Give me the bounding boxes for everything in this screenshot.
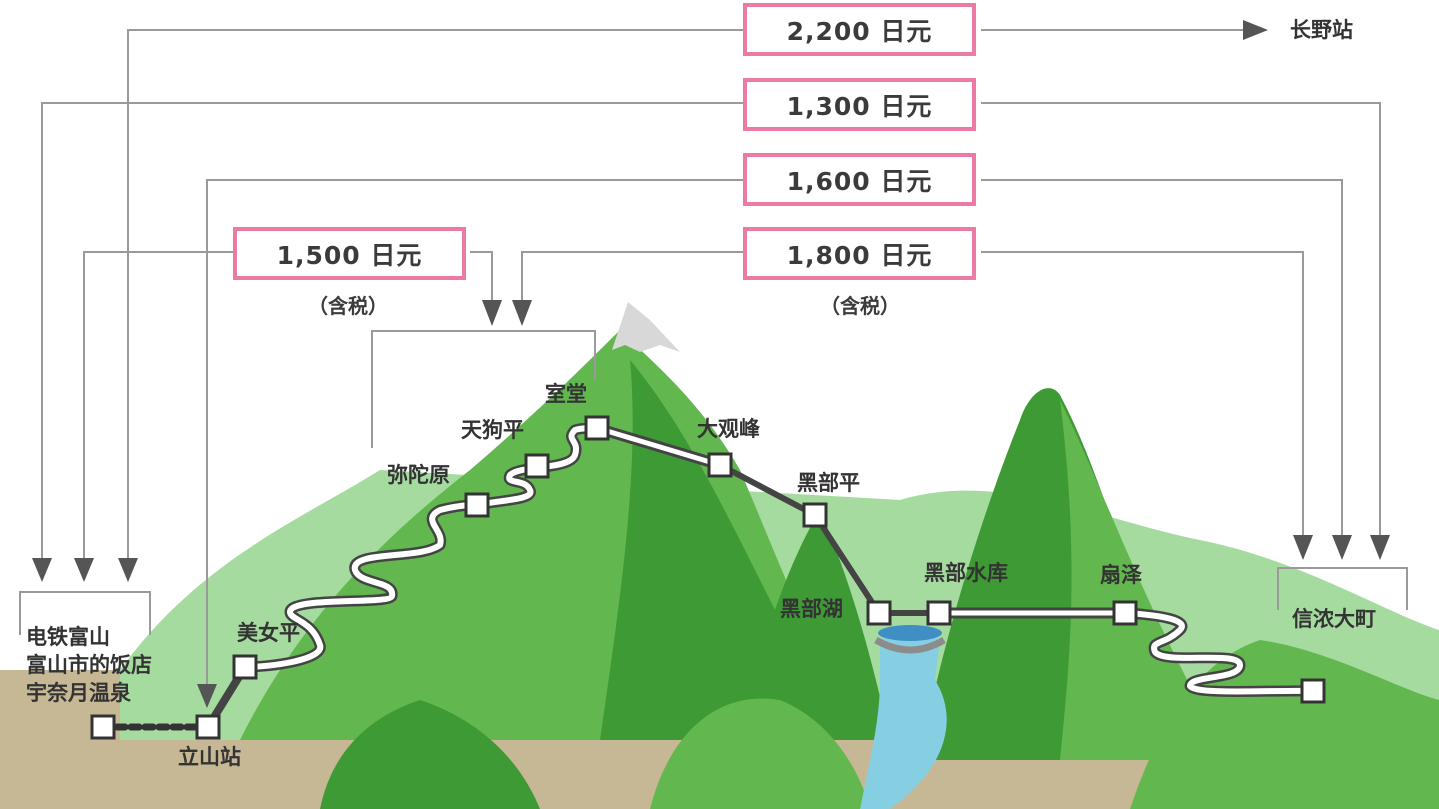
label-tateyama: 立山站 <box>178 745 241 769</box>
station-markers <box>90 415 1326 740</box>
lower-mid-hills <box>650 698 870 809</box>
reservoir <box>860 631 947 809</box>
arrowheads <box>32 20 1390 708</box>
label-midagahara: 弥陀原 <box>387 463 450 487</box>
label-ogizawa: 扇泽 <box>1100 563 1142 587</box>
station-marker-murodo <box>584 415 610 441</box>
label-shinano-omachi: 信浓大町 <box>1292 607 1376 631</box>
label-bijodaira: 美女平 <box>237 621 300 645</box>
label-kurobeko: 黑部湖 <box>780 597 843 621</box>
label-toyama-1: 电铁富山 <box>26 625 110 649</box>
station-marker-kurobe-dam <box>926 600 952 626</box>
lower-left-hills <box>320 700 540 809</box>
station-marker-kurobeko <box>866 600 892 626</box>
dam-wall <box>874 636 946 654</box>
dam-lake <box>878 625 942 641</box>
station-marker-kurobedaira <box>802 502 828 528</box>
snow-cap <box>612 302 680 352</box>
fare-box-1300: 1,300 日元 <box>743 78 976 131</box>
station-marker-bijodaira <box>232 654 258 680</box>
fare-box-1600: 1,600 日元 <box>743 153 976 206</box>
tax-note-right: （含税） <box>820 294 900 318</box>
station-marker-tengudaira <box>524 453 550 479</box>
label-tengudaira: 天狗平 <box>461 418 524 442</box>
label-kurobe-dam: 黑部水库 <box>924 561 1008 585</box>
station-marker-ogizawa <box>1112 600 1138 626</box>
station-marker-shinano-omachi <box>1300 678 1326 704</box>
label-murodo: 室堂 <box>545 382 587 406</box>
tax-note-left: （含税） <box>308 294 388 318</box>
station-marker-toyama <box>90 714 116 740</box>
right-mountain-light <box>1060 400 1230 760</box>
label-toyama-3: 宇奈月温泉 <box>26 681 131 705</box>
station-marker-tateyama <box>195 714 221 740</box>
label-nagano: 长野站 <box>1290 18 1353 42</box>
fare-box-1500: 1,500 日元 <box>233 227 466 280</box>
fare-box-2200: 2,200 日元 <box>743 3 976 56</box>
label-kurobedaira: 黑部平 <box>797 471 860 495</box>
station-marker-midagahara <box>464 492 490 518</box>
fare-lines <box>19 29 1408 690</box>
station-marker-daikanbo <box>707 452 733 478</box>
label-daikanbo: 大观峰 <box>697 417 760 441</box>
fare-box-1800: 1,800 日元 <box>743 227 976 280</box>
middle-mountain <box>740 510 890 740</box>
label-toyama-2: 富山市的饭店 <box>26 653 152 677</box>
